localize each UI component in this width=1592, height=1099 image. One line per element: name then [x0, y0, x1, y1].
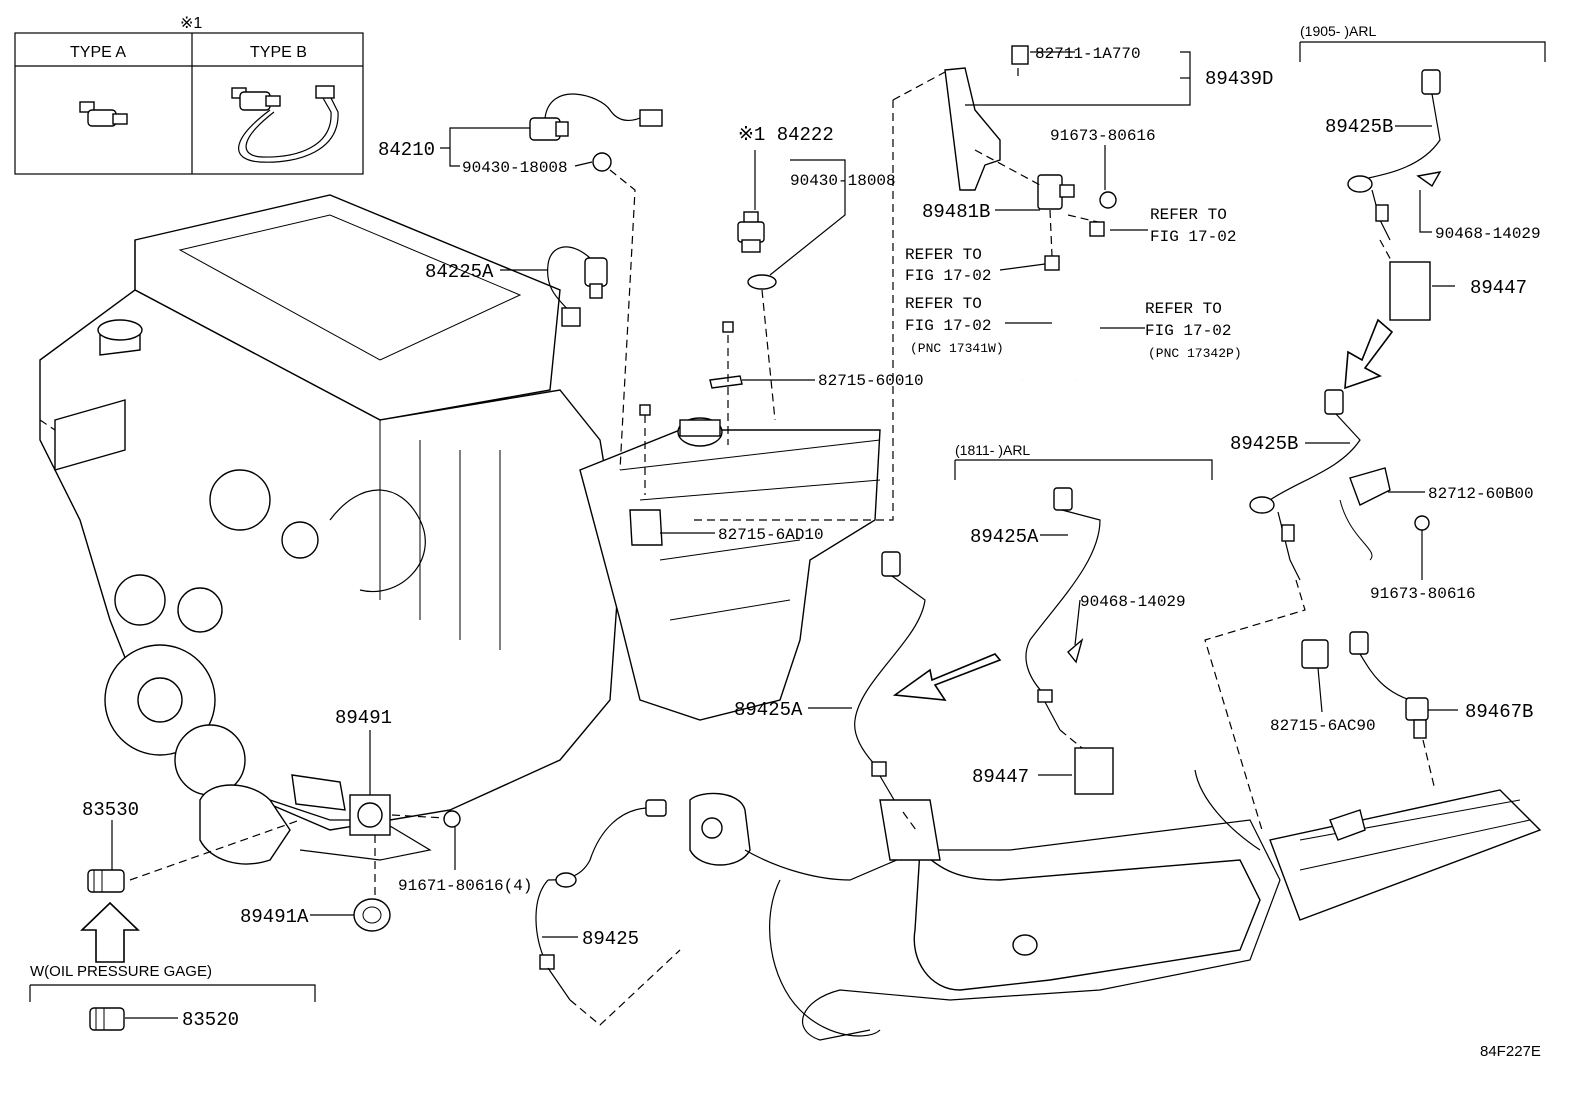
type-note: ※1 [180, 15, 202, 32]
label-91673-80616-a: 91673-80616 [1050, 127, 1156, 145]
sensor-89491 [291, 774, 461, 836]
label-90430-18008-b: 90430-18008 [790, 172, 896, 190]
label-refer2-line2: FIG 17-02 [905, 267, 991, 285]
cover-89447-box [1074, 747, 1114, 795]
sensor-89467B [1349, 631, 1429, 739]
up-arrow [80, 901, 140, 963]
label-refer2-line1: REFER TO [905, 246, 982, 264]
label-89425A-main: 89425A [734, 699, 803, 721]
sensor-89425 [535, 799, 667, 1001]
sensor-89425A-box [1025, 487, 1101, 731]
type-box: ※1 TYPE A TYPE B [14, 15, 364, 175]
bracket-82712 [1339, 467, 1430, 561]
label-91673-80616-b: 91673-80616 [1370, 585, 1476, 603]
leader-lines [111, 51, 1458, 1019]
label-89425: 89425 [582, 928, 639, 950]
label-89425B-top: 89425B [1325, 116, 1393, 138]
type-box-frame [14, 32, 364, 175]
exhaust-assembly [689, 769, 1542, 1041]
label-82712-60B00: 82712-60B00 [1428, 485, 1534, 503]
label-refer3-line3: (PNC 17341W) [910, 341, 1004, 356]
label-84222: ※1 84222 [738, 124, 834, 146]
sensor-89425A [854, 551, 926, 811]
type-b-label: TYPE B [250, 44, 307, 61]
arl-1811-bracket [954, 459, 1213, 480]
direction-arrow-right [1344, 318, 1394, 390]
label-82715-6AC90: 82715-6AC90 [1270, 717, 1376, 735]
label-89491: 89491 [335, 707, 392, 729]
dashed-lines [39, 68, 1436, 1026]
label-refer1-line2: FIG 17-02 [1150, 228, 1236, 246]
transmission-assembly [579, 417, 881, 721]
bracket-82715-60010 [639, 321, 743, 416]
label-89491A: 89491A [240, 906, 309, 928]
label-89481B: 89481B [922, 201, 990, 223]
bracket-89439D [944, 45, 1029, 191]
label-90468-14029-a: 90468-14029 [1435, 225, 1541, 243]
gasket-90430-right [747, 274, 777, 290]
label-91671-80616: 91671-80616(4) [398, 877, 532, 895]
label-82711-1A770: 82711-1A770 [1035, 45, 1141, 63]
sensor-84222 [737, 211, 777, 290]
label-arl-1811: (1811- )ARL [955, 442, 1030, 458]
oil-gage-bracket [29, 984, 316, 1002]
seal-89491A [353, 898, 391, 932]
label-89467B: 89467B [1465, 701, 1533, 723]
sensor-89425B-top [1347, 69, 1442, 241]
sensor-83520 [89, 1007, 125, 1031]
gasket-90430-top [592, 152, 612, 172]
label-82715-6AD10: 82715-6AD10 [718, 526, 824, 544]
type-a-sensor-icon [79, 101, 128, 127]
label-84225A: 84225A [425, 261, 494, 283]
label-89425A-box: 89425A [970, 526, 1039, 548]
label-90468-14029-b: 90468-14029 [1080, 593, 1186, 611]
cover-89447-top [1389, 261, 1431, 321]
label-arl-1905: (1905- )ARL [1300, 23, 1376, 39]
figure-code: 84F227E [1480, 1043, 1541, 1060]
label-83530: 83530 [82, 799, 139, 821]
sensor-89425B-mid [1249, 389, 1361, 581]
type-a-label: TYPE A [70, 44, 126, 61]
part-labels: 84210 90430-18008 ※1 84222 90430-18008 8… [30, 23, 1541, 1060]
label-refer4-line3: (PNC 17342P) [1148, 346, 1242, 361]
engine-assembly [39, 194, 621, 865]
label-89439D: 89439D [1205, 68, 1273, 90]
label-refer3-line1: REFER TO [905, 295, 982, 313]
label-refer3-line2: FIG 17-02 [905, 317, 991, 335]
label-refer1-line1: REFER TO [1150, 206, 1227, 224]
label-83520: 83520 [182, 1009, 239, 1031]
label-89425B-mid: 89425B [1230, 433, 1298, 455]
type-b-sensor-icon [231, 85, 339, 163]
bracket-82715-6AC90 [1301, 639, 1329, 669]
label-89447-box: 89447 [972, 766, 1029, 788]
label-89447-top: 89447 [1470, 277, 1527, 299]
direction-arrow-middle [892, 653, 1002, 701]
label-82715-60010: 82715-60010 [818, 372, 924, 390]
sensor-84210 [529, 93, 663, 141]
arl-1905-bracket [1299, 41, 1546, 62]
sensor-84225A [547, 246, 608, 327]
sensor-83530 [87, 869, 125, 893]
label-refer4-line2: FIG 17-02 [1145, 322, 1231, 340]
hoses [1020, 237, 1110, 385]
label-90430-18008-a: 90430-18008 [462, 159, 568, 177]
label-refer4-line1: REFER TO [1145, 300, 1222, 318]
label-84210: 84210 [378, 139, 435, 161]
label-oil-pressure-gage: W(OIL PRESSURE GAGE) [30, 963, 212, 980]
